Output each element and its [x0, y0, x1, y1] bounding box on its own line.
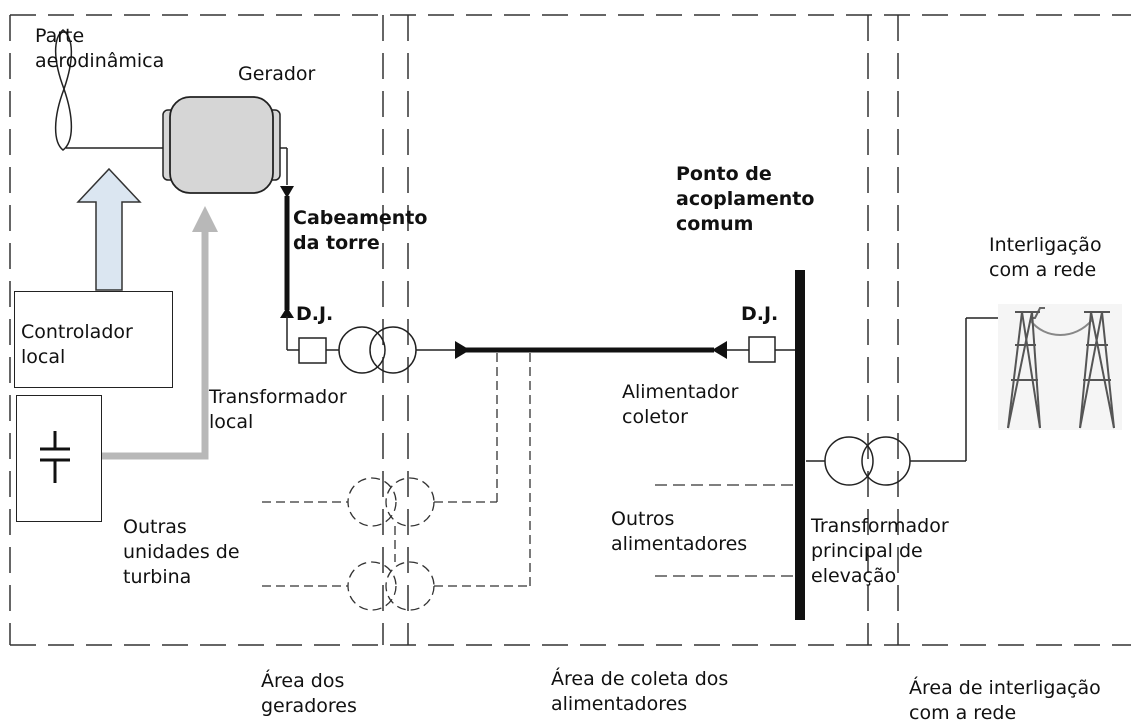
label-grid-interconnection: Interligação com a rede — [989, 234, 1102, 281]
local-transformer-icon — [298, 326, 455, 374]
signal-path — [101, 206, 218, 460]
label-tower-cabling: Cabeamento da torre — [293, 207, 428, 254]
tower-cabling — [280, 147, 299, 351]
label-area-interconnection: Área de interligação com a rede — [909, 677, 1101, 724]
label-collector-feeder: Alimentador coletor — [622, 381, 739, 428]
other-feeders — [655, 484, 796, 577]
label-other-turbine-units: Outras unidades de turbina — [123, 516, 240, 588]
label-area-collector: Área de coleta dos alimentadores — [551, 668, 729, 715]
capacitor-box — [16, 395, 102, 522]
label-main-step-up-transformer: Transformador principal de elevação — [811, 515, 949, 587]
label-other-feeders: Outros alimentadores — [611, 508, 748, 555]
label-aerodynamic-part: Parte aerodinâmica — [35, 25, 165, 72]
label-breaker-right: D.J. — [741, 303, 779, 325]
rotor-blades-icon — [54, 29, 73, 151]
generator-icon — [162, 96, 281, 194]
collector-feeder — [455, 336, 797, 363]
label-area-generators: Área dos geradores — [261, 670, 357, 717]
local-controller-box — [14, 291, 173, 388]
label-breaker-left: D.J. — [296, 303, 334, 325]
other-turbine-units — [262, 353, 531, 611]
label-pcc: Ponto de acoplamento comum — [676, 163, 815, 235]
capacitor-icon — [40, 431, 70, 483]
control-arrow-icon — [76, 167, 142, 291]
label-local-controller: Controlador local — [21, 321, 133, 368]
breaker-right — [748, 336, 776, 363]
label-local-transformer: Transformador local — [209, 386, 347, 433]
label-generator: Gerador — [238, 63, 316, 85]
main-transformer-icon — [806, 317, 1010, 486]
transmission-towers-icon — [998, 304, 1122, 430]
